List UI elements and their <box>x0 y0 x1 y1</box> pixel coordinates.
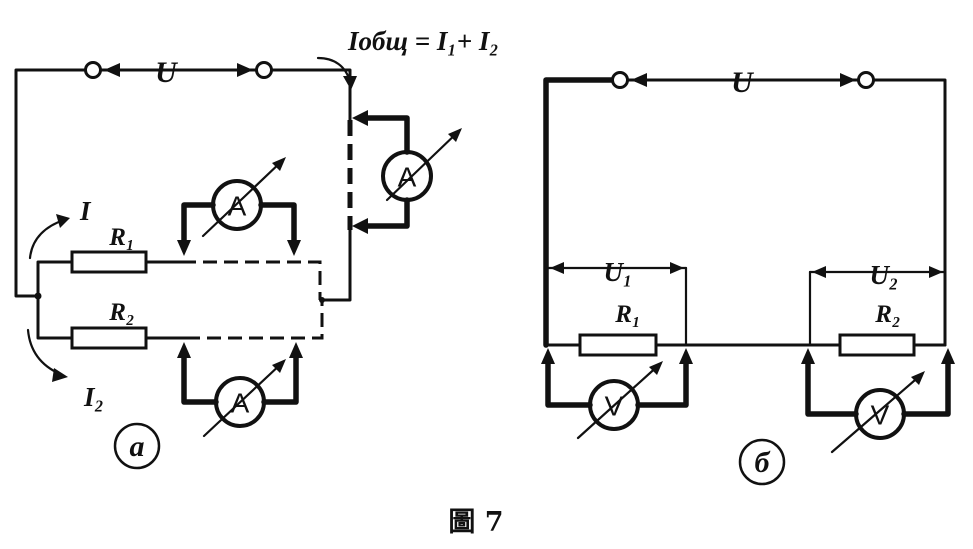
figure-caption: 圖 7 <box>448 507 503 538</box>
junction-left <box>34 292 42 300</box>
voltage-arrow-right-b <box>840 73 856 87</box>
ammeter-total-lead-top <box>359 115 410 155</box>
ammeter-r2-lead-left <box>181 351 219 405</box>
voltmeter-v1-lead-left-arrow <box>541 348 555 364</box>
panel-b-circle <box>738 438 786 486</box>
ammeter-r1-lead-right-arrow <box>287 240 301 256</box>
r1-branch-dashed <box>182 260 322 300</box>
supply-wire-right-b <box>872 78 947 347</box>
u1-arrow-left <box>550 262 564 274</box>
voltmeter-v2-lead-right <box>901 357 951 417</box>
voltmeter-v1-needle <box>576 362 662 440</box>
terminal-right-b <box>857 71 875 89</box>
ammeter-r2-needle-arrow <box>272 359 286 373</box>
ammeter-r2-lead-right <box>261 351 299 405</box>
ammeter-r1-lead-right <box>258 202 297 247</box>
supply-wire-right <box>269 68 352 122</box>
voltmeter-v2-lead-left <box>805 357 859 417</box>
ammeter-r1-lead-left <box>181 202 216 247</box>
junction-right <box>319 297 325 303</box>
panel-a-circle <box>113 422 161 470</box>
panel-a-label: a <box>130 430 145 463</box>
ammeter-r2-lead-left-arrow <box>177 342 191 358</box>
u2-arrow-left <box>812 266 826 278</box>
terminal-left <box>84 61 102 79</box>
total-current-label: Iобщ = I₁+ I₂ <box>347 26 499 56</box>
resistor-r1-b <box>578 333 658 357</box>
voltage-label-a: U <box>155 56 178 89</box>
r1-label-b: R₁ <box>614 301 640 328</box>
voltage-label-b: U <box>731 66 754 99</box>
panel-b-label: б <box>755 446 771 479</box>
ammeter-r1-needle-arrow <box>272 157 286 171</box>
supply-wire-right-lower <box>322 228 352 302</box>
diagram-b: U₁ U₂ R₁ R₂ V V U б <box>541 66 955 486</box>
voltmeter-v1-lead-left <box>545 357 593 408</box>
r2-label-a: R₂ <box>108 299 134 326</box>
voltmeter-v1-lead-right-arrow <box>679 348 693 364</box>
u1-label: U₁ <box>604 257 633 287</box>
ammeter-total-needle-arrow <box>448 128 462 142</box>
branch-node-left-lower <box>36 294 74 340</box>
current-i2-label: I₂ <box>83 382 104 412</box>
voltage-arrow-right <box>237 63 253 77</box>
current-i-label: I <box>79 196 92 226</box>
ammeter-total-lead-bottom-arrow <box>352 218 368 234</box>
u1-arrow-right <box>670 262 684 274</box>
ammeter-total-lead-bottom <box>359 197 410 229</box>
voltmeter-v1-lead-right <box>635 357 689 408</box>
resistor-r2 <box>70 326 148 350</box>
ammeter-r1-lead-left-arrow <box>177 240 191 256</box>
branch-node-left <box>36 260 74 298</box>
voltmeter-v2-lead-right-arrow <box>941 348 955 364</box>
r1-label-a: R₁ <box>108 224 134 251</box>
resistor-r1 <box>70 250 148 274</box>
r2-branch-dashed <box>186 300 324 340</box>
u2-arrow-right <box>929 266 943 278</box>
current-i-arrow <box>28 218 66 260</box>
terminal-right <box>255 61 273 79</box>
supply-wire-left-b <box>543 77 616 348</box>
current-i2-arrow-head <box>52 368 68 382</box>
ammeter-r1-symbol: A <box>228 191 247 222</box>
ammeter-r2-lead-right-arrow <box>289 342 303 358</box>
r2-label-b: R₂ <box>874 301 900 328</box>
u2-label: U₂ <box>870 260 899 290</box>
ammeter-r1-needle <box>201 158 285 238</box>
total-current-arrow-head <box>343 76 357 90</box>
voltmeter-v2-needle <box>830 372 924 454</box>
supply-wire-left <box>14 68 88 298</box>
diagram-a: A A A U Iобщ = I₁+ I₂ I <box>14 26 499 470</box>
voltmeter-v2-needle-arrow <box>911 371 925 385</box>
terminal-left-b <box>611 71 629 89</box>
voltmeter-v1-needle-arrow <box>649 361 663 375</box>
current-i-arrow-head <box>56 214 70 228</box>
voltmeter-v2-lead-left-arrow <box>801 348 815 364</box>
voltage-arrow-left <box>104 63 120 77</box>
ammeter-total-needle <box>385 128 462 202</box>
voltage-arrow-left-b <box>631 73 647 87</box>
ammeter-total-lead-top-arrow <box>352 110 368 126</box>
resistor-r2-b <box>838 333 916 357</box>
ammeter-r2-needle <box>202 360 285 438</box>
